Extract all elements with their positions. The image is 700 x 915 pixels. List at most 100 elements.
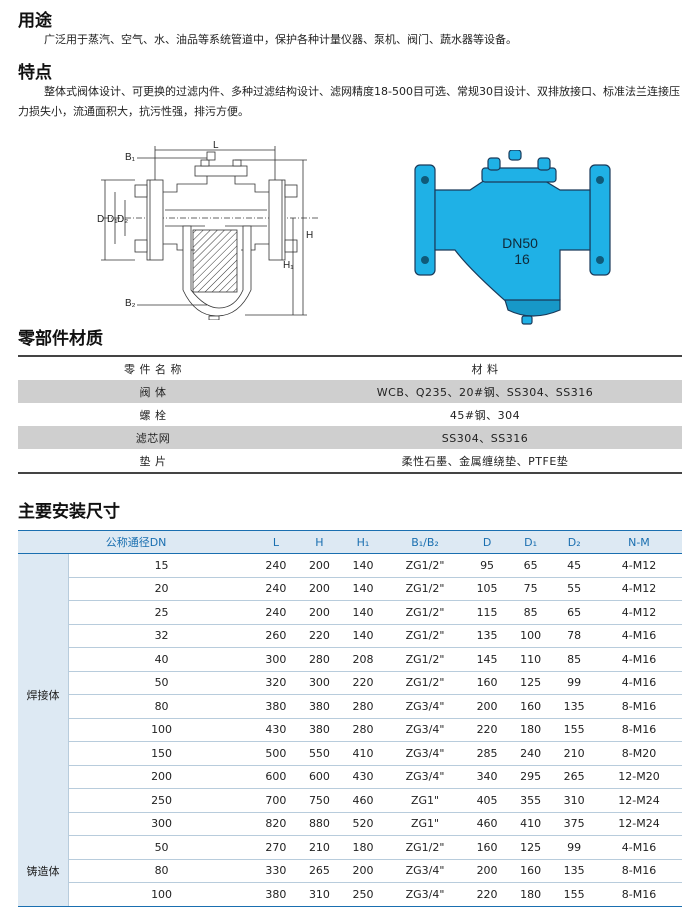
table-cell: 220 bbox=[297, 624, 342, 648]
table-cell: ZG3/4" bbox=[384, 718, 466, 742]
part-name: 滤芯网 bbox=[18, 426, 288, 449]
dn-cell: 250 bbox=[68, 788, 255, 813]
header-D2: D₂ bbox=[552, 530, 596, 554]
table-cell: 520 bbox=[341, 812, 385, 836]
table-cell: 140 bbox=[341, 553, 385, 578]
table-cell: 45 bbox=[552, 553, 596, 578]
table-cell: 280 bbox=[341, 718, 385, 742]
dn-cell: 100 bbox=[68, 882, 255, 907]
part-material: SS304、SS316 bbox=[288, 426, 682, 449]
table-cell: 270 bbox=[254, 835, 298, 860]
table-cell: 280 bbox=[341, 694, 385, 719]
table-cell: 265 bbox=[297, 859, 342, 883]
table-cell: 200 bbox=[465, 859, 509, 883]
table-cell: 8-M16 bbox=[595, 694, 682, 719]
table-cell: 135 bbox=[552, 694, 596, 719]
table-cell: 210 bbox=[552, 741, 596, 766]
table-row: 滤芯网 SS304、SS316 bbox=[18, 426, 682, 449]
table-cell: ZG1" bbox=[384, 812, 466, 836]
table-cell: 85 bbox=[508, 600, 553, 625]
table-cell: 140 bbox=[341, 600, 385, 625]
table-cell: 99 bbox=[552, 835, 596, 860]
header-H1: H₁ bbox=[341, 530, 385, 554]
dn-cell: 150 bbox=[68, 741, 255, 766]
part-name: 垫 片 bbox=[18, 449, 288, 474]
table-cell: 250 bbox=[341, 882, 385, 907]
table-cell: 12-M24 bbox=[595, 812, 682, 836]
table-cell: 600 bbox=[254, 765, 298, 789]
table-cell: 110 bbox=[508, 647, 553, 672]
dn-cell: 50 bbox=[68, 671, 255, 695]
table-cell: 375 bbox=[552, 812, 596, 836]
table-cell: 115 bbox=[465, 600, 509, 625]
table-cell: ZG3/4" bbox=[384, 859, 466, 883]
label-H: H bbox=[306, 230, 313, 241]
materials-header-row: 零 件 名 称 材 料 bbox=[18, 355, 682, 380]
table-cell: 65 bbox=[508, 553, 553, 578]
table-cell: 180 bbox=[341, 835, 385, 860]
features-text: 整体式阀体设计、可更换的过滤内件、多种过滤结构设计、滤网精度18-500目可选、… bbox=[18, 85, 680, 118]
label-H1: H₁ bbox=[283, 260, 294, 271]
table-cell: 460 bbox=[465, 812, 509, 836]
table-cell: 600 bbox=[297, 765, 342, 789]
table-cell: ZG1/2" bbox=[384, 600, 466, 625]
table-cell: 155 bbox=[552, 718, 596, 742]
table-cell: ZG1/2" bbox=[384, 835, 466, 860]
table-cell: 265 bbox=[552, 765, 596, 789]
header-part-name: 零 件 名 称 bbox=[18, 355, 288, 380]
table-cell: 180 bbox=[508, 882, 553, 907]
table-cell: 700 bbox=[254, 788, 298, 813]
table-cell: 65 bbox=[552, 600, 596, 625]
table-row: 螺 栓 45#钢、304 bbox=[18, 403, 682, 426]
table-cell: 125 bbox=[508, 835, 553, 860]
materials-table: 零 件 名 称 材 料 阀 体 WCB、Q235、20#钢、SS304、SS31… bbox=[18, 355, 682, 474]
table-cell: 160 bbox=[465, 835, 509, 860]
table-cell: ZG3/4" bbox=[384, 741, 466, 766]
group-label: 焊接体 bbox=[18, 553, 69, 836]
table-cell: 200 bbox=[297, 600, 342, 625]
table-cell: 750 bbox=[297, 788, 342, 813]
table-cell: 200 bbox=[465, 694, 509, 719]
dn-cell: 50 bbox=[68, 835, 255, 860]
table-cell: 300 bbox=[297, 671, 342, 695]
label-D1: D₁ bbox=[107, 214, 118, 225]
table-cell: 8-M16 bbox=[595, 718, 682, 742]
table-cell: 12-M20 bbox=[595, 765, 682, 789]
technical-drawing: L B₁ B₂ D D₁ D₂ H H₁ bbox=[97, 140, 320, 320]
dn-cell: 40 bbox=[68, 647, 255, 672]
table-cell: 280 bbox=[297, 647, 342, 672]
header-B1-B2: B₁/B₂ bbox=[384, 530, 466, 554]
table-cell: 355 bbox=[508, 788, 553, 813]
table-cell: 240 bbox=[254, 577, 298, 601]
table-cell: 380 bbox=[297, 718, 342, 742]
table-cell: 310 bbox=[552, 788, 596, 813]
dn-cell: 20 bbox=[68, 577, 255, 601]
dimensions-header-row: 公称通径DN L H H₁ B₁/B₂ D D₁ D₂ N-M bbox=[18, 530, 682, 554]
table-cell: 145 bbox=[465, 647, 509, 672]
table-cell: 210 bbox=[297, 835, 342, 860]
label-L: L bbox=[213, 140, 219, 151]
table-cell: 78 bbox=[552, 624, 596, 648]
table-cell: ZG3/4" bbox=[384, 694, 466, 719]
table-cell: 460 bbox=[341, 788, 385, 813]
table-cell: 160 bbox=[508, 859, 553, 883]
part-material: 45#钢、304 bbox=[449, 408, 521, 422]
table-cell: 12-M24 bbox=[595, 788, 682, 813]
table-cell: 500 bbox=[254, 741, 298, 766]
header-D: D bbox=[465, 530, 509, 554]
table-cell: 140 bbox=[341, 624, 385, 648]
label-D2: D₂ bbox=[117, 214, 128, 225]
table-cell: 99 bbox=[552, 671, 596, 695]
product-size-marking: DN50 bbox=[502, 235, 538, 251]
table-cell: 160 bbox=[465, 671, 509, 695]
table-cell: 320 bbox=[254, 671, 298, 695]
table-cell: ZG3/4" bbox=[384, 765, 466, 789]
